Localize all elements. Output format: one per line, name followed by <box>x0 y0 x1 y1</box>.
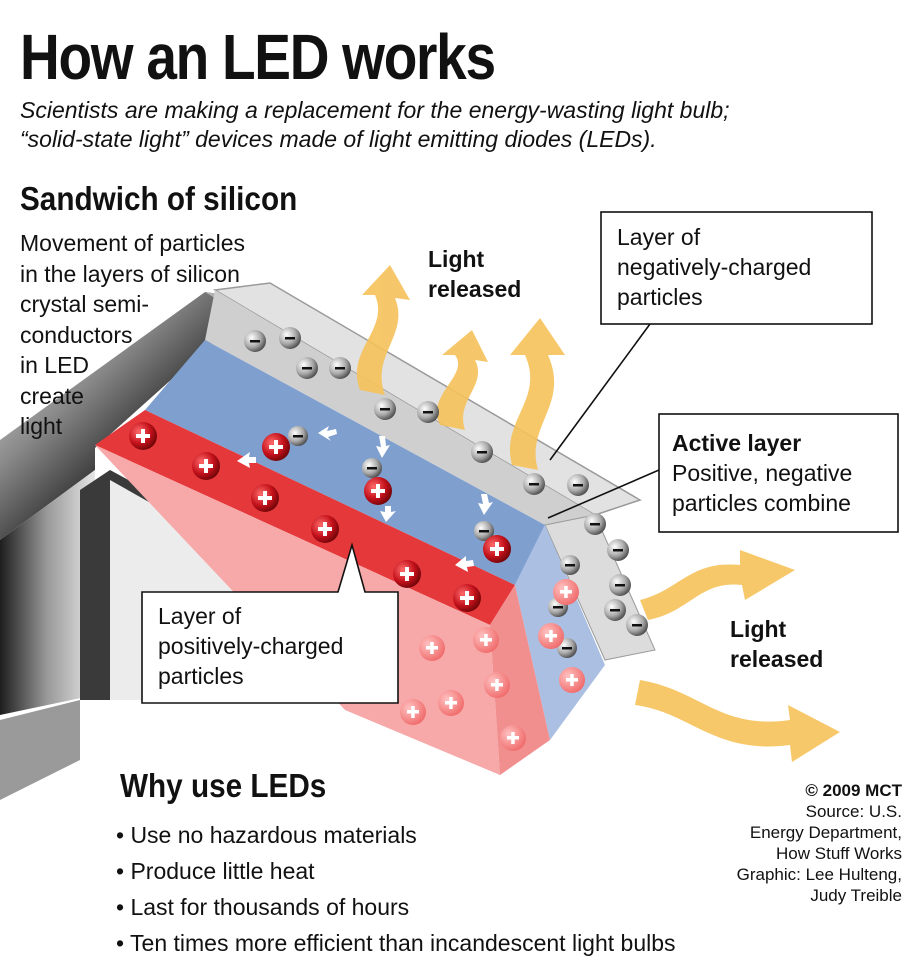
positive-particle <box>262 433 290 461</box>
negative-particle <box>604 599 626 621</box>
positive-particle <box>192 452 220 480</box>
negative-particle <box>474 521 494 541</box>
light-arrows <box>356 265 840 762</box>
negative-particle <box>417 401 439 423</box>
positive-particle <box>129 422 157 450</box>
negative-particle <box>288 426 308 446</box>
positive-particle <box>400 699 426 725</box>
positive-particles <box>129 422 585 751</box>
light-released-top-label: Light released <box>428 246 522 302</box>
negative-layer-label: Layer of negatively-charged particles <box>617 224 812 310</box>
positive-particle <box>473 627 499 653</box>
list-item: • Last for thousands of hours <box>116 894 410 920</box>
source-credits: Source: U.S. Energy Department, How Stuf… <box>736 802 902 905</box>
negative-particle <box>557 638 577 658</box>
negative-particle <box>362 458 382 478</box>
sandwich-description: Movement of particles in the layers of s… <box>20 230 245 439</box>
negative-particle <box>609 574 631 596</box>
callout-boxes <box>141 211 899 704</box>
positive-particle <box>553 579 579 605</box>
negative-particle <box>296 357 318 379</box>
list-item: • Use no hazardous materials <box>116 822 417 848</box>
why-use-leds-list: • Use no hazardous materials • Produce l… <box>116 817 676 961</box>
negative-particle <box>471 441 493 463</box>
list-item: • Ten times more efficient than incandes… <box>116 930 676 956</box>
negative-particle <box>584 513 606 535</box>
positive-particle <box>559 667 585 693</box>
light-released-right-label: Light released <box>730 616 824 672</box>
copyright: © 2009 MCT <box>805 781 902 800</box>
positive-particle <box>538 623 564 649</box>
negative-particle <box>329 357 351 379</box>
negative-particle <box>626 614 648 636</box>
positive-particle <box>484 672 510 698</box>
positive-layer-label: Layer of positively-charged particles <box>158 603 344 689</box>
sandwich-title: Sandwich of silicon <box>20 180 298 217</box>
negative-particle <box>523 473 545 495</box>
negative-particle <box>244 330 266 352</box>
positive-particle <box>453 584 481 612</box>
negative-particle <box>279 327 301 349</box>
page-subtitle: Scientists are making a replacement for … <box>20 97 730 152</box>
why-use-leds-title: Why use LEDs <box>120 767 327 804</box>
positive-particle <box>483 535 511 563</box>
list-item: • Produce little heat <box>116 858 315 884</box>
active-layer-description: Positive, negative particles combine <box>672 460 853 516</box>
positive-particle <box>393 560 421 588</box>
negative-particle <box>560 555 580 575</box>
positive-particle <box>364 477 392 505</box>
negative-particle <box>567 474 589 496</box>
page-title: How an LED works <box>20 21 496 93</box>
positive-particle <box>311 515 339 543</box>
negative-particle <box>374 398 396 420</box>
positive-particle <box>251 484 279 512</box>
movement-arrows <box>237 426 493 572</box>
credits: © 2009 MCT Source: U.S. Energy Departmen… <box>737 780 902 906</box>
positive-particle <box>438 690 464 716</box>
negative-particles <box>244 327 648 658</box>
negative-particle <box>607 539 629 561</box>
positive-particle <box>419 635 445 661</box>
positive-particle <box>500 725 526 751</box>
active-layer-title: Active layer <box>672 430 802 456</box>
